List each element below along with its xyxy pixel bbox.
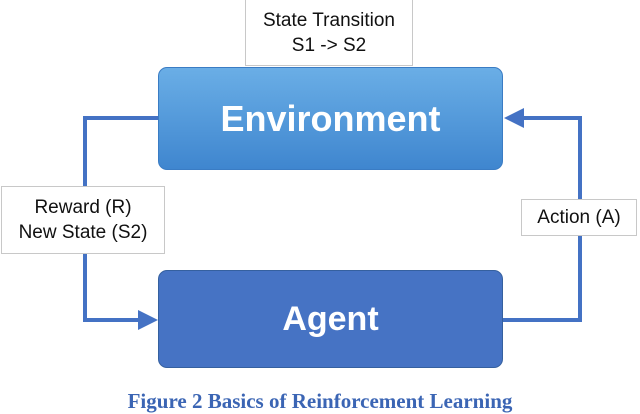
action-text: Action (A): [537, 207, 621, 228]
environment-label: Environment: [220, 97, 441, 139]
state-transition-label: State Transition S1 -> S2: [245, 0, 413, 66]
agent-label: Agent: [282, 299, 379, 338]
environment-node: Environment: [158, 67, 503, 170]
reward-line-1: Reward (R): [34, 197, 132, 218]
state-transition-line-2: S1 -> S2: [291, 34, 367, 56]
state-transition-line-1: State Transition: [262, 9, 396, 31]
agent-node: Agent: [158, 270, 503, 368]
action-label: Action (A): [521, 199, 637, 236]
figure-caption: Figure 2 Basics of Reinforcement Learnin…: [127, 389, 513, 413]
reward-label: Reward (R) New State (S2): [1, 186, 165, 254]
reward-line-2: New State (S2): [18, 222, 148, 243]
